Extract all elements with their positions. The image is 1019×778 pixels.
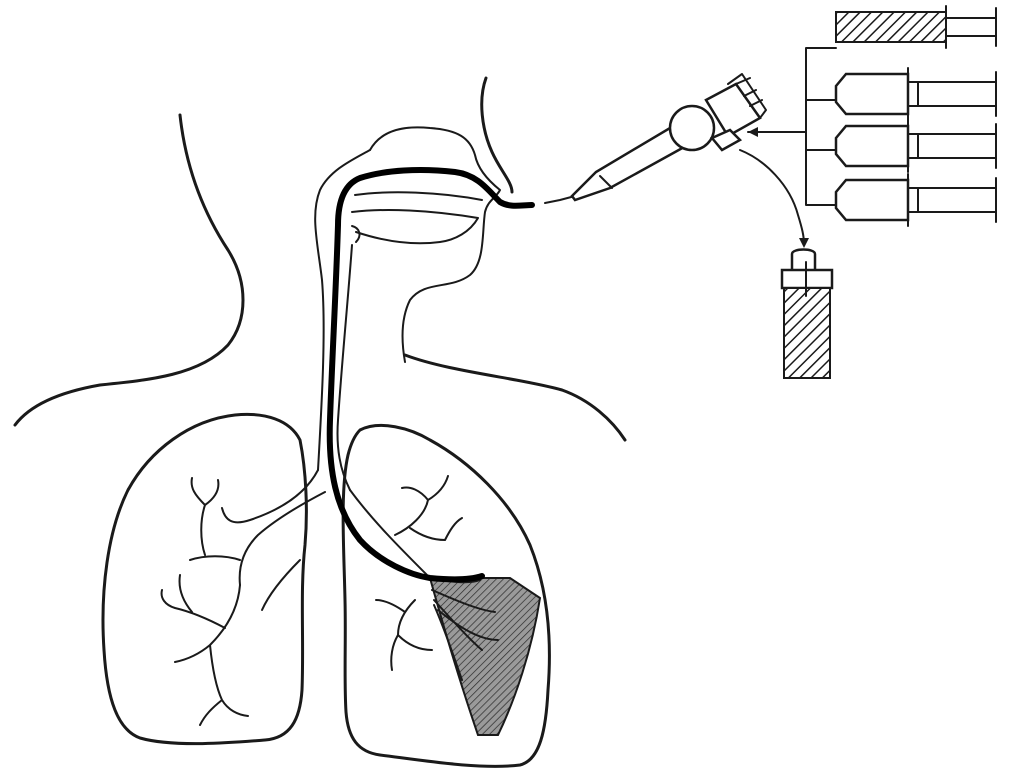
left-lung xyxy=(103,414,306,743)
syringe-4 xyxy=(836,174,996,226)
syringe-2-barrel xyxy=(836,74,908,114)
scope-tip xyxy=(545,196,575,203)
left-lung-outline xyxy=(103,414,306,743)
left-bronchial-tree xyxy=(162,478,248,725)
collection-trap xyxy=(740,150,832,378)
suction-arrow-path xyxy=(740,150,804,244)
scope-valve xyxy=(670,106,714,150)
syringe-3-barrel xyxy=(836,126,908,166)
bronchoscope xyxy=(330,170,532,579)
syringe-2 xyxy=(836,68,996,120)
tongue-line xyxy=(352,210,478,243)
syringe-3 xyxy=(836,120,996,172)
palate xyxy=(355,192,482,200)
syringe-1 xyxy=(836,6,996,48)
arrow-to-trap-icon xyxy=(799,238,809,248)
syringe-4-barrel xyxy=(836,180,908,220)
trap-container xyxy=(784,288,830,378)
arrow-to-scope-icon xyxy=(748,127,758,137)
scope-body xyxy=(572,128,686,200)
bronchoscope-handle xyxy=(545,74,766,203)
neck-back-line xyxy=(15,115,243,425)
trap-neck xyxy=(792,250,815,271)
left-lung-fissure xyxy=(262,560,300,610)
airway xyxy=(222,127,500,585)
nasal-cavity xyxy=(370,127,500,362)
syringe-1-barrel xyxy=(836,12,946,42)
segment-wedge xyxy=(430,578,540,735)
bronchoscope-insertion-tube xyxy=(330,170,532,579)
epiglottis xyxy=(352,226,359,242)
chin-line xyxy=(482,78,512,192)
manifold-tube xyxy=(806,48,836,205)
shoulder-line xyxy=(405,355,625,440)
syringes xyxy=(748,6,996,226)
lavaged-segment xyxy=(430,578,540,735)
